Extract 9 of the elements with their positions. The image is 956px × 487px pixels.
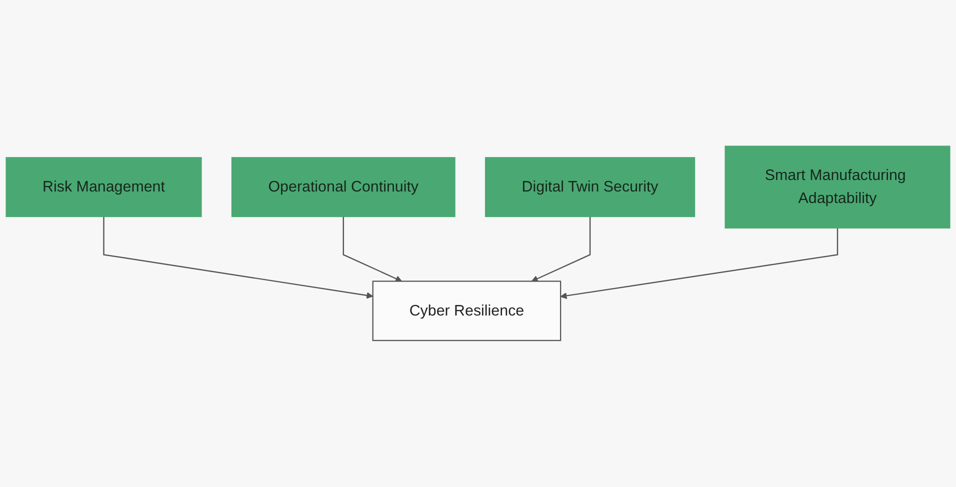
arrow (342, 216, 402, 282)
arrow (103, 216, 374, 299)
arrow (560, 228, 838, 300)
node-box: Operational Continuity (231, 157, 456, 218)
node-box: Risk Management (6, 157, 202, 218)
node-box: Cyber Resilience (372, 280, 562, 342)
node-box: Digital Twin Security (484, 157, 696, 218)
node-box: Smart Manufacturing Adaptability (724, 146, 950, 229)
arrow (531, 216, 591, 282)
